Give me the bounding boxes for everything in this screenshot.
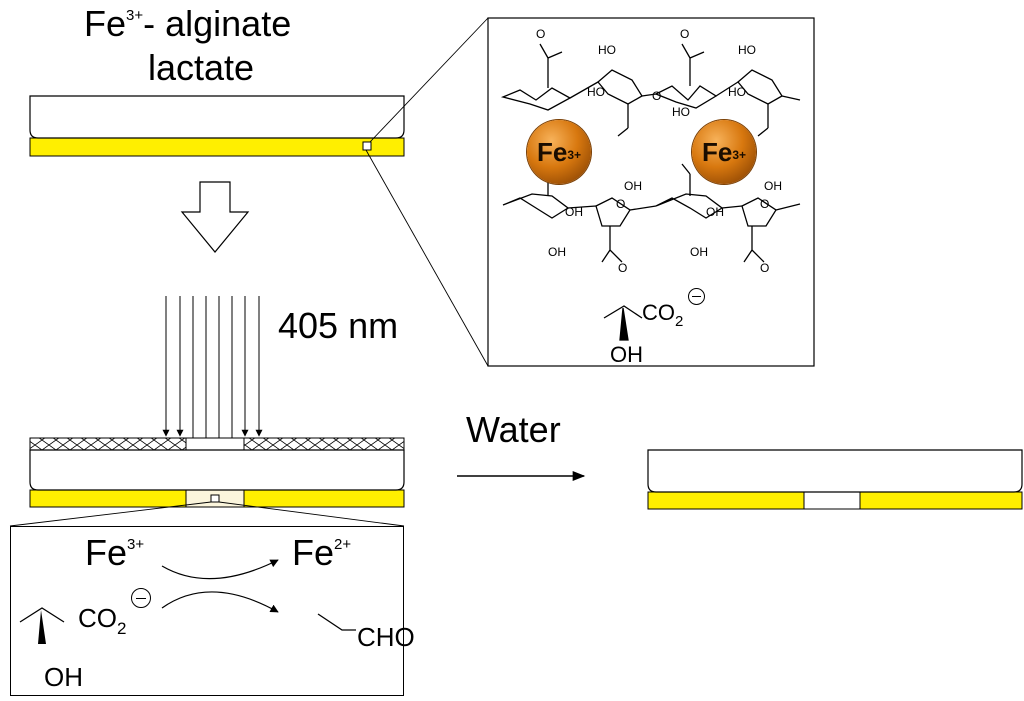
inset-bottom-frame <box>10 526 404 696</box>
label-oh-3: OH <box>548 245 566 259</box>
label-oh-4: OH <box>706 205 724 219</box>
lactate-bottom-sub2: 2 <box>117 619 127 638</box>
label-ho-1: HO <box>598 43 616 57</box>
film-developed-substrate <box>647 449 1023 493</box>
label-oh-6: OH <box>690 245 708 259</box>
zoom-line-top-upper <box>369 17 489 143</box>
film-top-substrate <box>29 95 405 139</box>
product-fe2: Fe2+ <box>292 535 351 571</box>
lactate-top-minus-icon <box>692 296 701 298</box>
label-o-2: O <box>680 27 690 41</box>
title-fe-alginate: Fe3+- alginate <box>84 6 291 42</box>
label-o-7: O <box>760 261 770 275</box>
lactate-bottom-wedge <box>38 610 46 644</box>
label-ho-5: HO <box>728 85 746 99</box>
inset-top-frame <box>487 17 815 367</box>
water-label: Water <box>466 409 561 450</box>
product-fe2-charge: 2+ <box>334 536 352 553</box>
reaction-arrow-lower <box>161 591 279 613</box>
label-o-5: O <box>760 197 770 211</box>
label-oh-5: OH <box>764 179 782 193</box>
film-exposed-substrate <box>29 449 405 491</box>
acetaldehyde-skeleton <box>317 613 356 631</box>
label-ho-2: HO <box>587 85 605 99</box>
zoom-line-top-lower <box>365 149 489 367</box>
fe3-ion-left-charge: 3+ <box>567 148 582 162</box>
lactate-bottom-oh: OH <box>44 662 83 692</box>
title-lactate: lactate <box>148 47 255 88</box>
lactate-bottom-charge-icon <box>131 588 151 608</box>
title-fe-symbol: Fe <box>84 3 127 44</box>
alginate-chain-upper <box>500 43 801 137</box>
label-o-3: O <box>652 89 662 103</box>
title-fe-charge: 3+ <box>126 7 144 24</box>
label-o-4: O <box>616 197 626 211</box>
label-oh-1: OH <box>624 179 642 193</box>
lactate-bottom-skeleton <box>19 607 65 623</box>
reactant-fe3-symbol: Fe <box>85 532 128 573</box>
hollow-down-arrow <box>180 181 250 253</box>
lactate-bottom-co: CO <box>78 603 117 633</box>
reactant-fe3-charge: 3+ <box>127 536 145 553</box>
lactate-top <box>603 305 643 341</box>
lactate-top-co: CO <box>642 300 675 325</box>
film-exposed <box>29 437 405 508</box>
lactate-top-sub2: 2 <box>675 313 684 330</box>
title-alginate-text: - alginate <box>143 3 292 44</box>
lactate-top-charge-icon <box>688 288 705 305</box>
fe3-ion-right-charge: 3+ <box>732 148 747 162</box>
label-oh-2: OH <box>565 205 583 219</box>
lactate-top-co2: CO2 <box>642 300 683 330</box>
lactate-top-oh: OH <box>610 342 643 367</box>
label-ho-4: HO <box>738 43 756 57</box>
wavelength-label: 405 nm <box>278 305 399 346</box>
zoom-line-bottom-left <box>9 501 212 527</box>
film-exposed-zoom-marker <box>210 494 220 503</box>
label-o-1: O <box>536 27 546 41</box>
film-top-zoom-marker <box>362 141 372 151</box>
film-developed <box>647 449 1023 510</box>
label-ho-3: HO <box>672 105 690 119</box>
lactate-bottom-co2: CO2 <box>78 603 126 637</box>
product-cho: CHO <box>357 622 415 652</box>
product-fe2-symbol: Fe <box>292 532 335 573</box>
label-o-6: O <box>618 261 628 275</box>
fe3-ion-left-symbol: Fe <box>536 136 568 167</box>
reaction-arrow-upper <box>161 559 279 580</box>
lactate-bottom-minus-icon <box>136 597 146 599</box>
zoom-line-bottom-right <box>218 501 405 527</box>
fe3-ion-right-symbol: Fe <box>701 136 733 167</box>
reactant-fe3: Fe3+ <box>85 535 144 571</box>
film-top <box>29 95 405 157</box>
